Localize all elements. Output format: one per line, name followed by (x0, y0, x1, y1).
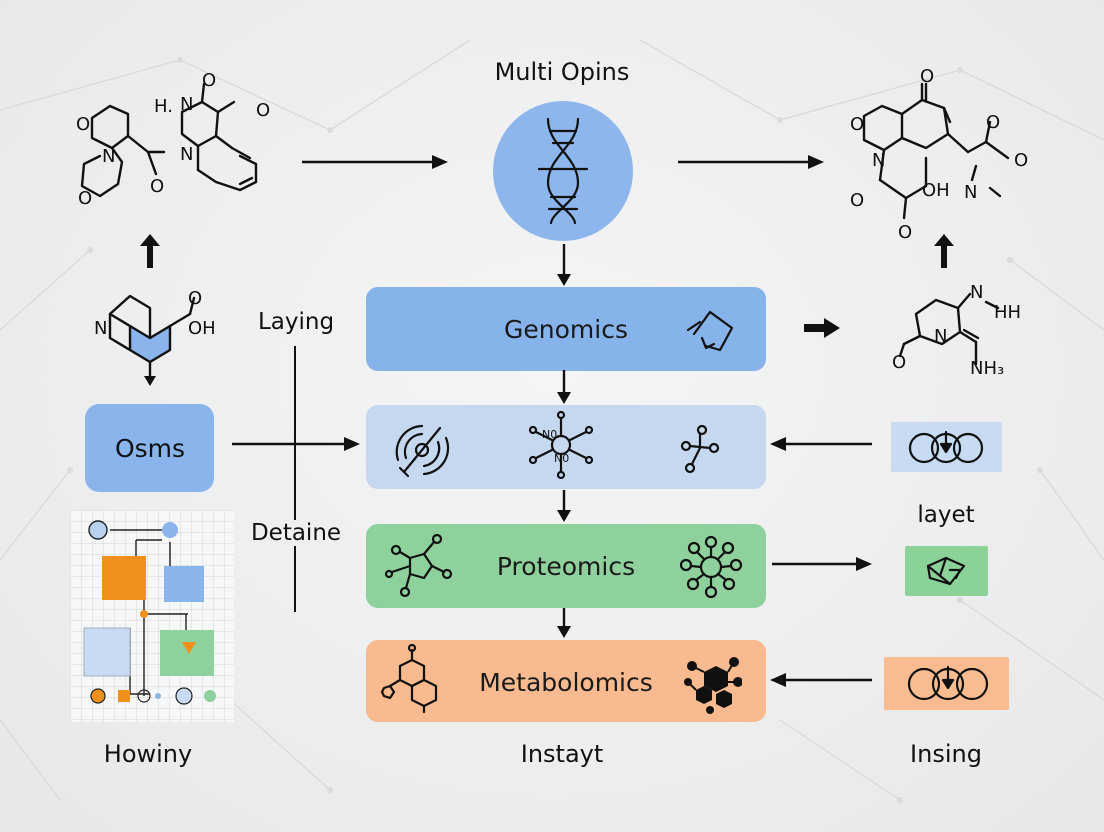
center-flow-arrows (557, 244, 571, 638)
atom-hh-mr: HH (994, 302, 1021, 323)
atom-n-mr: N (934, 326, 947, 347)
molecule-middle-left: N O OH (94, 288, 216, 386)
branch-icon (680, 424, 720, 474)
rotate-arrows-icon (686, 310, 734, 352)
atom-oh-tr: OH (922, 180, 950, 201)
atom-n-tr2: N (964, 182, 977, 203)
caption-right: Insing (910, 740, 982, 768)
atom-o-tr5: O (986, 112, 1000, 133)
arrow-right-to-metabolomics (770, 673, 872, 687)
atom-nh-mr: N (970, 282, 983, 303)
atom-n-1: N (102, 146, 115, 167)
side-label-bottom: Detaine (248, 520, 344, 546)
ring-arrow-icon (908, 430, 984, 464)
diagram-title: Multi Opins (494, 58, 630, 86)
side-divider-line (294, 346, 296, 612)
atom-o-1: O (76, 114, 90, 135)
arrow-genomics-to-right (804, 318, 840, 338)
atom-o-4: O (202, 70, 216, 91)
atom-o-tr6: O (1014, 150, 1028, 171)
arrow-up-left (140, 234, 160, 268)
atom-nh3-mr: NH₃ (970, 358, 1004, 379)
genomics-layer[interactable] (366, 287, 766, 371)
right-mid-label: layet (917, 502, 975, 528)
hexagon-molecule-icon (380, 644, 438, 714)
arrow-molecule-to-dna (302, 155, 448, 169)
atom-o-tr3: O (850, 190, 864, 211)
arrow-osms-to-layer (232, 437, 360, 451)
ring-arrow-icon (907, 665, 989, 701)
hexagon-cluster-icon (684, 657, 742, 714)
atom-o-2: O (78, 188, 92, 209)
orbit-icon (395, 424, 450, 478)
protein-cluster-icon (679, 535, 743, 599)
caption-left: Howiny (103, 740, 193, 768)
node-label-2: N0 (554, 452, 569, 465)
metabolomics-layer[interactable] (366, 640, 766, 722)
dna-helix-icon (493, 101, 633, 241)
molecule-top-left: O N O O H. N N O O (76, 70, 270, 209)
atom-o-ml: O (188, 288, 202, 309)
molecule-top-right: O O N OH O O O O N (850, 66, 1028, 243)
arrow-up-right (934, 234, 954, 268)
node-label-1: N0 (542, 428, 557, 441)
molecule-middle-right: N N HH O NH₃ (892, 282, 1021, 379)
atom-o-tr4: O (898, 222, 912, 243)
atom-n-ml: N (94, 318, 107, 339)
grid-panel (70, 510, 234, 722)
molecule-icon (384, 533, 453, 598)
atom-o-tr1: O (920, 66, 934, 87)
arrow-proteomics-to-right (772, 557, 872, 571)
side-label-top: Laying (257, 309, 335, 335)
atom-o-tr2: O (850, 114, 864, 135)
osms-box[interactable] (85, 404, 214, 492)
cube-icon (926, 556, 966, 586)
genomics-label: Genomics (504, 315, 628, 344)
right-box-2[interactable] (905, 546, 988, 596)
atom-o-5: O (256, 100, 270, 121)
metabolomics-label: Metabolomics (479, 668, 653, 697)
atom-n-2: N (180, 94, 193, 115)
atom-h: H. (154, 96, 173, 117)
atom-o-3: O (150, 176, 164, 197)
proteomics-label: Proteomics (496, 552, 636, 581)
atom-n-tr1: N (872, 150, 885, 171)
arrow-dna-to-molecule (678, 155, 824, 169)
arrow-right-to-layer (770, 437, 872, 451)
atom-oh-ml: OH (188, 318, 216, 339)
atom-n-3: N (180, 144, 193, 165)
atom-o-mr: O (892, 352, 906, 373)
osms-label: Osms (114, 434, 186, 463)
network-node-icon: N0 N0 (528, 410, 594, 480)
caption-center: Instayt (520, 740, 604, 768)
